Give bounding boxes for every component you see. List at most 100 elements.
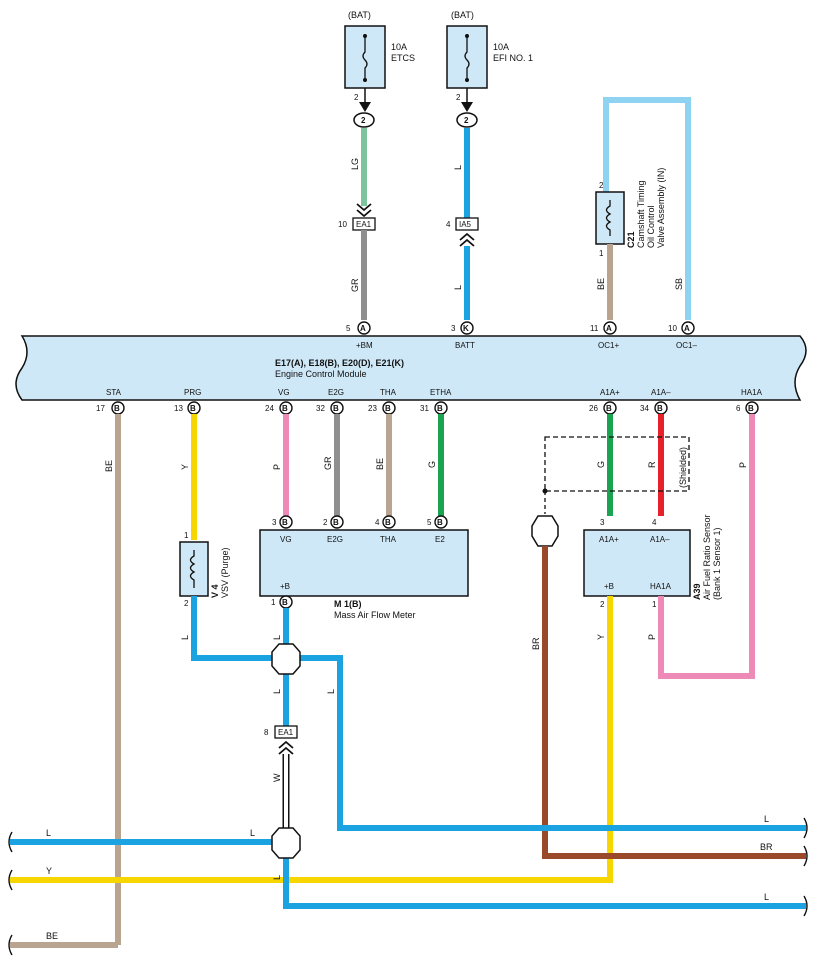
svg-text:17: 17 [96, 404, 105, 413]
svg-text:B: B [606, 404, 612, 413]
wire-l1-label: L [180, 635, 190, 640]
fuse2-conn: 2 [464, 116, 469, 125]
af-pin-a1p: 3 [600, 518, 605, 527]
conn-ea1-low: EA1 [278, 728, 294, 737]
fuse2-rating: 10A [493, 42, 509, 52]
af-label-ha: HA1A [650, 582, 672, 591]
af-pin-b: 2 [600, 600, 605, 609]
svg-text:3: 3 [272, 518, 277, 527]
edge-be-left: BE [46, 931, 58, 941]
fuse1-arrow-icon [359, 102, 371, 112]
svg-text:THA: THA [380, 535, 397, 544]
maf-box [259, 529, 469, 597]
fuse2-element-icon [464, 34, 470, 82]
svg-text:B: B [190, 404, 196, 413]
af-name-2: (Bank 1 Sensor 1) [712, 527, 722, 600]
svg-text:+BM: +BM [356, 341, 373, 350]
wire-l-bottom [283, 842, 806, 909]
maf-pin-b-label: +B [280, 582, 290, 591]
svg-text:VG: VG [278, 388, 290, 397]
svg-text:B: B [114, 404, 120, 413]
fuse1-pin: 2 [354, 93, 359, 102]
wire-p2-mid-label: P [738, 462, 748, 468]
maf-name: Mass Air Flow Meter [334, 610, 416, 620]
vvt-pin-bottom: 1 [599, 249, 604, 258]
wire-gr-mid-label: GR [323, 456, 333, 470]
svg-text:6: 6 [736, 404, 741, 413]
wire-l3-label: L [272, 689, 282, 694]
conn-ia5: IA5 [459, 220, 472, 229]
wire-g2-mid-label: G [596, 461, 606, 468]
af-pin-a1m: 4 [652, 518, 657, 527]
edge-l-right2: L [764, 892, 769, 902]
wire-br [542, 546, 806, 859]
conn-ea1-top-pin: 10 [338, 220, 347, 229]
fuse2-pin: 2 [456, 93, 461, 102]
svg-text:B: B [385, 518, 391, 527]
svg-text:3: 3 [451, 324, 456, 333]
vvt-coil-icon [605, 200, 612, 236]
svg-text:26: 26 [589, 404, 598, 413]
svg-text:OC1+: OC1+ [598, 341, 619, 350]
svg-text:34: 34 [640, 404, 649, 413]
wire-lg-label: LG [350, 158, 360, 170]
svg-text:B: B [282, 518, 288, 527]
fuse-efi: (BAT) 10A EFI NO. 1 [446, 10, 533, 89]
wire-br-low-label: BR [531, 637, 541, 650]
wire-g-mid-label: G [427, 461, 437, 468]
fuse1-conn: 2 [361, 116, 366, 125]
wire-l4-label: L [326, 689, 336, 694]
vvt-name-3: Valve Assembly (IN) [656, 168, 666, 248]
edge-l-mid: L [250, 828, 255, 838]
ecm-top-pin-bm: A 5 +BM [346, 321, 373, 350]
ecm-top-pin-oc1m: A 10 OC1– [668, 321, 697, 350]
vvt-name-1: Camshaft Timing [636, 180, 646, 248]
vvt-valve-box [595, 191, 625, 245]
svg-text:B: B [282, 404, 288, 413]
vsv-pin-top: 1 [184, 531, 189, 540]
svg-text:A: A [684, 324, 690, 333]
wire-be2-mid-label: BE [375, 458, 385, 470]
conn-ia5-pin: 4 [446, 220, 451, 229]
wire-p-mid-label: P [272, 464, 282, 470]
shield-box [544, 436, 690, 492]
ecm-subtitle: Engine Control Module [275, 369, 367, 379]
edge-break-marks [8, 817, 808, 956]
af-pin-ha: 1 [652, 600, 657, 609]
fuse1-rating: 10A [391, 42, 407, 52]
svg-text:STA: STA [106, 388, 122, 397]
svg-text:PRG: PRG [184, 388, 201, 397]
ecm-top-pin-oc1p: A 11 OC1+ [590, 321, 619, 350]
wire-l-vsv [191, 596, 286, 661]
svg-text:B: B [333, 404, 339, 413]
wire-be-top-label: BE [596, 278, 606, 290]
svg-text:OC1–: OC1– [676, 341, 697, 350]
svg-text:A1A–: A1A– [651, 388, 671, 397]
vvt-code: C21 [626, 231, 636, 248]
svg-text:THA: THA [380, 388, 397, 397]
edge-l-left: L [46, 828, 51, 838]
fuse1-source: (BAT) [348, 10, 371, 20]
edge-y-left: Y [46, 866, 52, 876]
wire-be-mid-label: BE [104, 460, 114, 472]
wire-w-label: W [272, 773, 282, 782]
maf-pin-b-conn: B [282, 598, 288, 607]
svg-text:E2G: E2G [328, 388, 344, 397]
svg-text:VG: VG [280, 535, 292, 544]
maf-code: M 1(B) [334, 599, 362, 609]
svg-text:10: 10 [668, 324, 677, 333]
vsv-pin-bottom: 2 [184, 599, 189, 608]
fuse-etcs: (BAT) 10A ETCS [344, 10, 415, 89]
af-label-b: +B [604, 582, 614, 591]
svg-text:E2G: E2G [327, 535, 343, 544]
wire-l5-label: L [272, 875, 282, 880]
vvt-pin-top: 2 [599, 181, 604, 190]
maf-pin-b-num: 1 [271, 598, 276, 607]
svg-text:BATT: BATT [455, 341, 475, 350]
svg-text:K: K [463, 324, 469, 333]
